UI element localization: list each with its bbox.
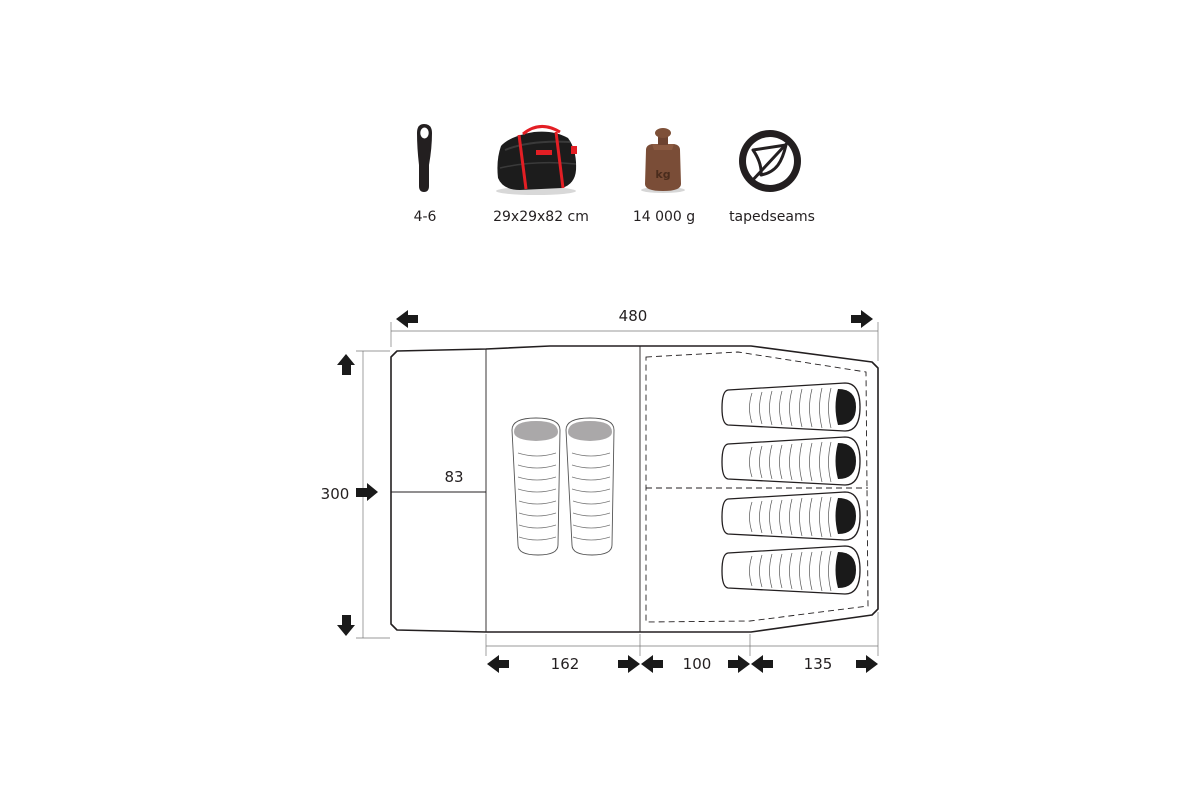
dimension-label-vestibule-depth: 83 [444, 468, 463, 486]
arrow-up-icon [337, 354, 355, 375]
dimension-bottom: 162 100 135 [485, 612, 879, 673]
sleeping-bag-icon [565, 417, 615, 556]
dimension-width: 300 [321, 350, 390, 639]
taped-seams-icon [739, 130, 801, 192]
inner-bedroom-outline [645, 351, 869, 623]
dimension-label-end-section: 135 [804, 655, 833, 673]
weight-icon: kg [641, 128, 685, 193]
arrow-left-icon [641, 655, 663, 673]
arrow-left-icon [396, 310, 418, 328]
sleeping-bag-icon [721, 436, 861, 486]
spec-label-pack-size: 29x29x82 cm [493, 209, 589, 225]
sleeping-bag-icon [417, 124, 432, 192]
spec-label-capacity: 4-6 [414, 209, 437, 225]
arrow-right-icon [728, 655, 750, 673]
dimension-label-total-length: 480 [619, 307, 648, 325]
weight-icon-lettering: kg [655, 168, 670, 181]
sleeping-bags-living-area [511, 417, 615, 556]
spec-label-weight: 14 000 g [633, 209, 695, 225]
arrow-right-icon [356, 483, 378, 501]
carry-bag-icon [496, 125, 577, 195]
arrow-left-icon [751, 655, 773, 673]
dimension-total-length: 480 [390, 307, 879, 361]
arrow-down-icon [337, 615, 355, 636]
arrow-right-icon [856, 655, 878, 673]
spec-weight: kg 14 000 g [633, 128, 695, 225]
sleeping-bag-icon [721, 545, 861, 595]
tent-outline [390, 345, 879, 633]
spec-pack-size: 29x29x82 cm [493, 125, 589, 225]
arrow-right-icon [618, 655, 640, 673]
sleeping-bag-icon [721, 382, 861, 432]
spec-sleeping-capacity: 4-6 [414, 124, 437, 225]
sleeping-bag-icon [721, 491, 861, 541]
spec-taped-seams: tapedseams [729, 130, 815, 225]
arrow-right-icon [851, 310, 873, 328]
arrow-left-icon [487, 655, 509, 673]
sleeping-bags-bedroom [721, 382, 861, 595]
spec-label-taped-seams: tapedseams [729, 209, 815, 225]
tent-floor: 83 [390, 345, 879, 633]
dimension-label-width: 300 [321, 485, 350, 503]
dimension-label-middle-section: 100 [683, 655, 712, 673]
sleeping-bag-icon [511, 417, 561, 556]
dimension-label-living-area: 162 [551, 655, 580, 673]
